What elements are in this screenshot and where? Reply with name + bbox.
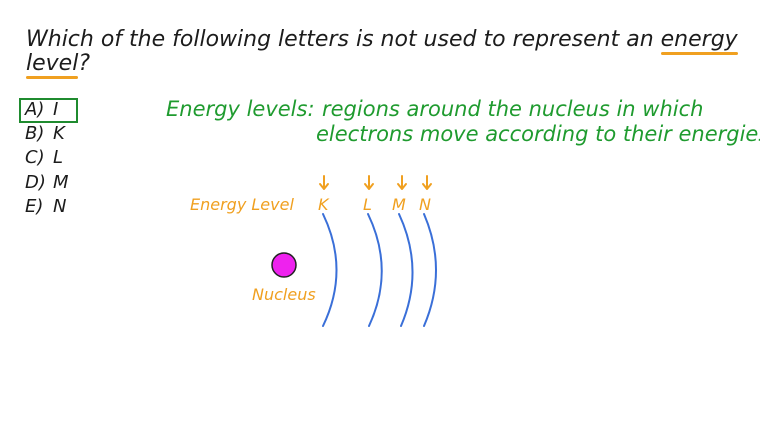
definition-term: Energy levels: xyxy=(166,97,315,121)
highlight-energy: energy xyxy=(660,27,738,52)
nucleus xyxy=(271,252,297,278)
definition-line-1: regions around the nucleus in which xyxy=(322,97,704,121)
definition-colon: : xyxy=(307,97,315,121)
question-line-2: level? xyxy=(26,51,90,76)
arrow-m-icon xyxy=(397,175,407,190)
level-m-label: M xyxy=(392,195,406,214)
shell-n xyxy=(423,213,437,327)
option-value: N xyxy=(53,196,67,217)
option-value: L xyxy=(53,147,64,168)
arrow-l-icon xyxy=(364,175,374,190)
question-mark: ? xyxy=(78,51,91,76)
option-value: K xyxy=(53,123,65,144)
shell-m xyxy=(398,213,414,327)
option-a[interactable]: A) I xyxy=(25,99,58,120)
option-label: E) xyxy=(25,196,44,217)
option-label: C) xyxy=(25,147,45,168)
energy-level-label: Energy Level xyxy=(190,195,294,214)
option-c[interactable]: C) L xyxy=(25,147,63,168)
shell-k xyxy=(322,213,338,327)
shell-l xyxy=(367,213,383,327)
definition-line-2: electrons move according to their energi… xyxy=(316,122,760,146)
level-n-label: N xyxy=(419,195,431,214)
definition-term-text: Energy levels xyxy=(166,97,308,121)
answer-highlight-box xyxy=(19,98,78,123)
option-label: A) xyxy=(25,99,45,120)
nucleus-label: Nucleus xyxy=(252,285,316,304)
option-d[interactable]: D) M xyxy=(25,172,69,193)
arrow-k-icon xyxy=(319,175,329,190)
level-k-label: K xyxy=(318,195,329,214)
option-e[interactable]: E) N xyxy=(25,196,66,217)
arrow-n-icon xyxy=(422,175,432,190)
option-b[interactable]: B) K xyxy=(25,123,65,144)
option-value: M xyxy=(53,172,69,193)
level-l-label: L xyxy=(363,195,372,214)
question-line-1: Which of the following letters is not us… xyxy=(26,27,738,52)
question-text: Which of the following letters is not us… xyxy=(26,27,661,52)
highlight-level: level xyxy=(26,51,79,76)
option-value: I xyxy=(53,99,59,120)
option-label: D) xyxy=(25,172,46,193)
option-label: B) xyxy=(25,123,45,144)
